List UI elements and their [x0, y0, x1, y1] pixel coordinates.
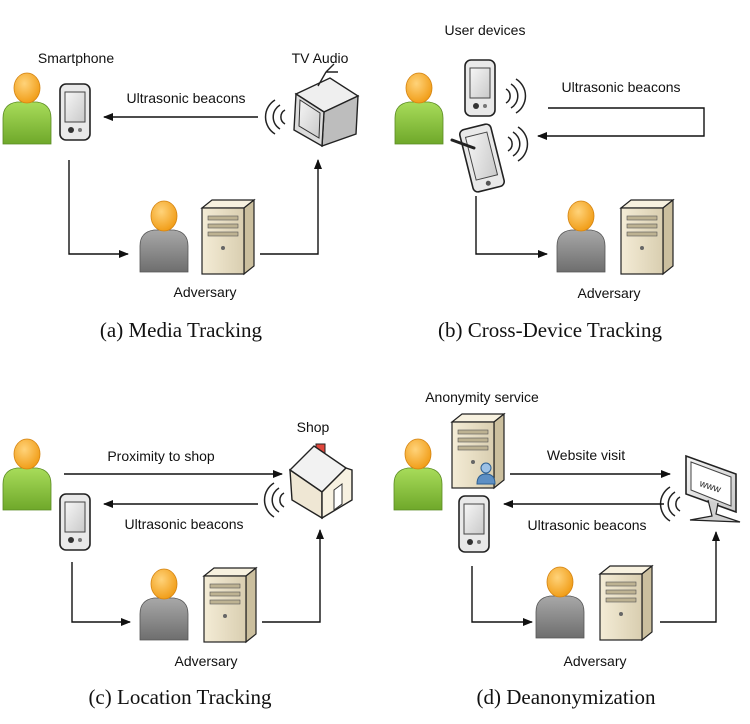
- shop-icon: [288, 443, 353, 520]
- server-icon: [203, 567, 257, 643]
- website-visit-label: Website visit: [547, 447, 625, 463]
- smartphone-icon: [458, 495, 490, 553]
- adversary-icon: [556, 200, 606, 273]
- server-icon: [451, 413, 505, 489]
- user-badge-icon: [476, 462, 496, 485]
- panel-c-location-tracking: Shop Proximity to shop Ultrasonic beacon…: [2, 419, 353, 709]
- sound-waves-icon: [264, 99, 286, 135]
- caption-a: (a) Media Tracking: [100, 318, 263, 342]
- shop-label: Shop: [297, 419, 330, 435]
- user-icon: [393, 438, 443, 511]
- caption-b: (b) Cross-Device Tracking: [438, 318, 662, 342]
- user-icon: [2, 72, 52, 145]
- user-devices-label: User devices: [445, 22, 526, 38]
- smartphone-icon: [59, 83, 91, 141]
- beacons-label-a: Ultrasonic beacons: [126, 90, 245, 106]
- tv-audio-label: TV Audio: [292, 50, 349, 66]
- panel-a-media-tracking: Smartphone TV Audio Ultrasonic beacons A…: [2, 50, 360, 342]
- sound-waves-icon: [263, 482, 285, 518]
- tablet-icon: [458, 123, 506, 193]
- beacons-label-c: Ultrasonic beacons: [124, 516, 243, 532]
- caption-d: (d) Deanonymization: [476, 685, 656, 709]
- adversary-label-c: Adversary: [174, 653, 237, 669]
- adversary-icon: [535, 566, 585, 639]
- smartphone-label: Smartphone: [38, 50, 114, 66]
- smartphone-icon: [464, 59, 496, 117]
- user-icon: [394, 72, 444, 145]
- monitor-icon: www: [685, 454, 741, 523]
- server-icon: [599, 565, 653, 641]
- beacons-label-b: Ultrasonic beacons: [561, 79, 680, 95]
- beacons-label-d: Ultrasonic beacons: [527, 517, 646, 533]
- panel-d-deanonymization: Anonymity service Website visit Ultrason…: [393, 389, 741, 709]
- server-icon: [620, 199, 674, 275]
- sound-waves-icon: [505, 78, 527, 114]
- proximity-label: Proximity to shop: [107, 448, 215, 464]
- adversary-icon: [139, 200, 189, 273]
- caption-c: (c) Location Tracking: [88, 685, 272, 709]
- adversary-label-d: Adversary: [563, 653, 626, 669]
- sound-waves-icon: [507, 126, 529, 162]
- anonymity-service-label: Anonymity service: [425, 389, 539, 405]
- panel-b-cross-device-tracking: User devices Ultrasonic beacons Adversar…: [394, 22, 705, 342]
- server-icon: [201, 199, 255, 275]
- smartphone-icon: [59, 493, 91, 551]
- adversary-label-b: Adversary: [577, 285, 640, 301]
- tv-icon: [293, 63, 360, 148]
- user-icon: [2, 438, 52, 511]
- adversary-icon: [139, 568, 189, 641]
- adversary-label-a: Adversary: [173, 284, 236, 300]
